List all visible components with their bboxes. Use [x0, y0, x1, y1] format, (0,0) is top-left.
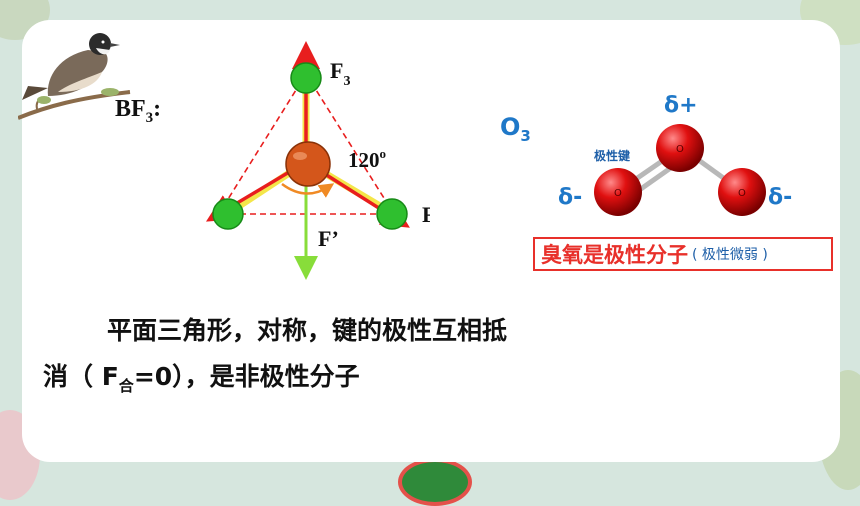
bf3-formula: BF3: [115, 96, 162, 126]
o3-formula: O3 [500, 113, 531, 145]
delta-plus-label: δ+ [664, 93, 698, 118]
ozone-polarity-box: 臭氧是极性分子 ( 极性微弱 ) [533, 237, 833, 271]
ozone-title-text: 臭氧是极性分子 [541, 243, 688, 267]
bond-label: 极性键 [594, 148, 630, 163]
angle-label: 120o [348, 146, 386, 172]
conclusion-line-1: 平面三角形，对称，键的极性互相抵 [107, 316, 508, 345]
watermelon-decor [398, 458, 472, 506]
fluorine-atom-left [212, 198, 244, 230]
delta-minus-right-label: δ- [768, 185, 792, 210]
angle-arc [281, 182, 335, 198]
conclusion-text: 平面三角形，对称，键的极性互相抵 消（ F合=0），是非极性分子 [43, 308, 683, 409]
oxygen-label-left: O [614, 188, 622, 199]
bird-illustration [18, 33, 131, 120]
f3-label: F3 [330, 58, 350, 89]
delta-minus-left-label: δ- [558, 185, 582, 210]
oxygen-atom-right [718, 168, 766, 216]
boron-atom [285, 141, 331, 187]
oxygen-atom-center [656, 124, 704, 172]
oxygen-label-right: O [738, 188, 746, 199]
conclusion-line-2: 消（ F合=0），是非极性分子 [43, 362, 360, 395]
oxygen-label-center: O [676, 144, 684, 155]
ozone-molecule: O O O δ+ 极性键 δ- δ- [558, 93, 792, 216]
fluorine-atom-right [376, 198, 408, 230]
oxygen-atom-left [594, 168, 642, 216]
fprime-label: F’ [318, 226, 339, 251]
bf3-force-diagram: F3 120o F1 F2 F’ [205, 41, 430, 280]
fluorine-atom-top [290, 62, 322, 94]
ozone-title-note: ( 极性微弱 ) [692, 247, 768, 263]
dashed-triangle [219, 73, 395, 215]
f2-label: F2 [422, 202, 430, 233]
